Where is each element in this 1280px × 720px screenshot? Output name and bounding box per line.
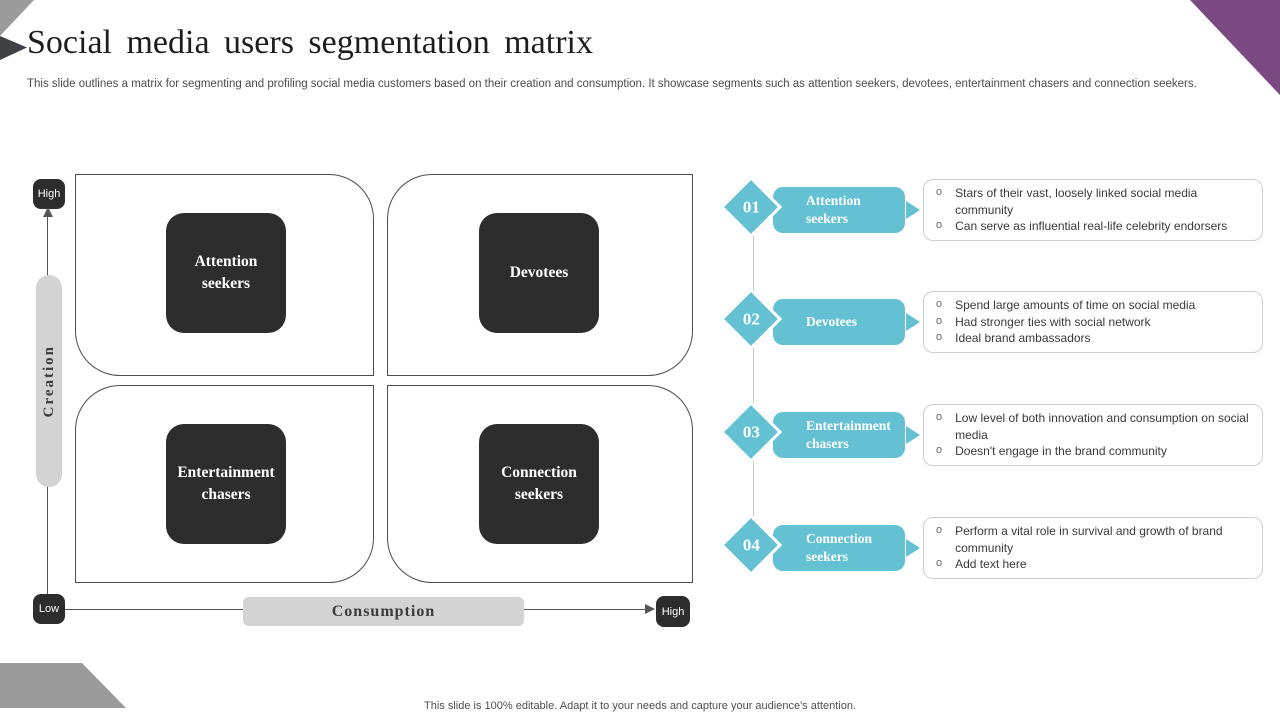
segment-number: 03 bbox=[742, 422, 760, 441]
x-axis-high-badge: High bbox=[656, 596, 690, 627]
bullet-text: Stars of their vast, loosely linked soci… bbox=[955, 186, 1198, 217]
quadrant-tile-entertainment-chasers: Entertainment chasers bbox=[166, 424, 286, 544]
page-title: Social media users segmentation matrix bbox=[27, 24, 593, 61]
bullet-marker-icon: o bbox=[936, 411, 943, 424]
bullet-text: Ideal brand ambassadors bbox=[955, 331, 1091, 346]
segment-number: 02 bbox=[742, 309, 760, 328]
segment-points-card: o Spend large amounts of time on social … bbox=[923, 291, 1263, 353]
quadrant-tile-attention-seekers: Attention seekers bbox=[166, 213, 286, 333]
bullet-marker-icon: o bbox=[936, 298, 943, 311]
segment-item-01: Attention seekers 01 o Stars of their va… bbox=[700, 175, 1280, 242]
bullet-marker-icon: o bbox=[936, 557, 943, 570]
segment-item-04: Connection seekers 04 o Perform a vital … bbox=[700, 513, 1280, 580]
x-axis-arrow-icon bbox=[645, 604, 655, 614]
slide-description: This slide outlines a matrix for segment… bbox=[27, 78, 1197, 90]
bullet-item: o Add text here bbox=[936, 556, 1250, 573]
segment-label: Attention seekers bbox=[773, 187, 905, 233]
bullet-text: Low level of both innovation and consump… bbox=[955, 411, 1249, 442]
bullet-text: Add text here bbox=[955, 557, 1027, 572]
bullet-item: o Had stronger ties with social network bbox=[936, 314, 1250, 331]
y-axis-label-bar: Creation bbox=[36, 275, 62, 487]
segment-number-diamond: 01 bbox=[719, 175, 783, 239]
segment-points-card: o Stars of their vast, loosely linked so… bbox=[923, 179, 1263, 241]
segment-item-03: Entertainment chasers 03 o Low level of … bbox=[700, 400, 1280, 467]
quadrant-top-left bbox=[75, 174, 374, 376]
segment-label-arrow-icon bbox=[906, 539, 920, 557]
bullet-item: o Low level of both innovation and consu… bbox=[936, 410, 1250, 443]
bullet-marker-icon: o bbox=[936, 314, 943, 327]
bullet-item: o Stars of their vast, loosely linked so… bbox=[936, 185, 1250, 218]
bullet-text: Doesn't engage in the brand community bbox=[955, 444, 1167, 459]
segments-connector-line bbox=[753, 210, 754, 548]
segment-number: 04 bbox=[742, 535, 760, 554]
segment-number: 01 bbox=[742, 197, 760, 216]
segment-item-02: Devotees 02 o Spend large amounts of tim… bbox=[700, 287, 1280, 354]
bullet-item: o Can serve as influential real-life cel… bbox=[936, 218, 1250, 235]
bullet-marker-icon: o bbox=[936, 444, 943, 457]
segment-label: Devotees bbox=[773, 299, 905, 345]
segment-number-diamond: 04 bbox=[719, 513, 783, 577]
bullet-marker-icon: o bbox=[936, 524, 943, 537]
segment-label: Connection seekers bbox=[773, 525, 905, 571]
y-axis-label: Creation bbox=[40, 344, 57, 418]
bullet-item: o Ideal brand ambassadors bbox=[936, 330, 1250, 347]
segment-label-arrow-icon bbox=[906, 426, 920, 444]
origin-low-badge: Low bbox=[33, 594, 65, 624]
bullet-item: o Perform a vital role in survival and g… bbox=[936, 523, 1250, 556]
y-axis-high-badge: High bbox=[33, 179, 65, 209]
segment-label-arrow-icon bbox=[906, 313, 920, 331]
segment-points-card: o Low level of both innovation and consu… bbox=[923, 404, 1263, 466]
bullet-marker-icon: o bbox=[936, 219, 943, 232]
bullet-item: o Doesn't engage in the brand community bbox=[936, 443, 1250, 460]
segment-points-card: o Perform a vital role in survival and g… bbox=[923, 517, 1263, 579]
quadrant-tile-devotees: Devotees bbox=[479, 213, 599, 333]
bullet-marker-icon: o bbox=[936, 186, 943, 199]
y-axis-arrow-icon bbox=[43, 207, 53, 217]
bullet-text: Perform a vital role in survival and gro… bbox=[955, 524, 1223, 555]
bullet-text: Can serve as influential real-life celeb… bbox=[955, 219, 1228, 234]
bullet-item: o Spend large amounts of time on social … bbox=[936, 297, 1250, 314]
footer-note: This slide is 100% editable. Adapt it to… bbox=[424, 700, 856, 712]
segment-number-diamond: 02 bbox=[719, 287, 783, 351]
x-axis-label-bar: Consumption bbox=[243, 597, 524, 626]
segment-number-diamond: 03 bbox=[719, 400, 783, 464]
bullet-marker-icon: o bbox=[936, 331, 943, 344]
corner-arrow-top-left-icon bbox=[0, 36, 27, 60]
segment-label: Entertainment chasers bbox=[773, 412, 905, 458]
quadrant-tile-connection-seekers: Connection seekers bbox=[479, 424, 599, 544]
bullet-text: Spend large amounts of time on social me… bbox=[955, 298, 1196, 313]
segment-label-arrow-icon bbox=[906, 201, 920, 219]
bullet-text: Had stronger ties with social network bbox=[955, 314, 1151, 329]
